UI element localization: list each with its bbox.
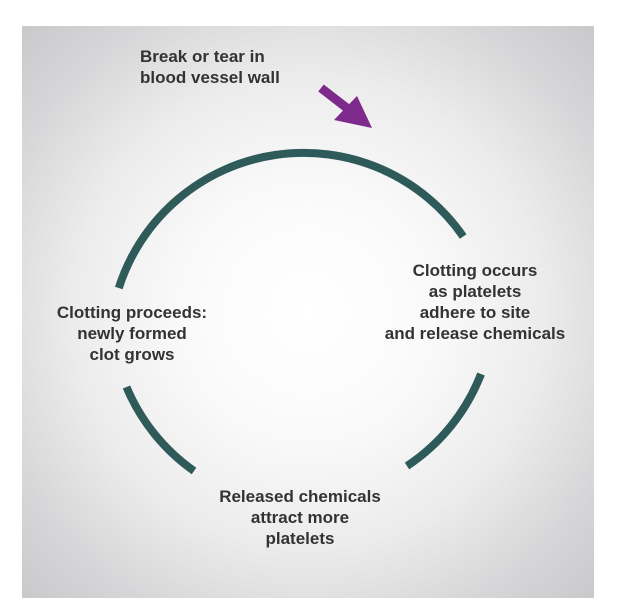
break-arrow-icon (318, 84, 372, 128)
step-break-label: Break or tear in blood vessel wall (140, 47, 280, 87)
step-grow-label: Clotting proceeds: newly formed clot gro… (56, 303, 208, 364)
cycle-arc-left (122, 385, 197, 475)
cycle-arc-right (404, 372, 485, 470)
step-adhere-label: Clotting occurs as platelets adhere to s… (384, 261, 566, 343)
step-attract-label: Released chemicals attract more platelet… (219, 487, 381, 548)
diagram-panel: Break or tear in blood vessel wall Clott… (22, 26, 594, 598)
cycle-diagram (114, 84, 485, 475)
cycle-arc-top (114, 148, 467, 290)
